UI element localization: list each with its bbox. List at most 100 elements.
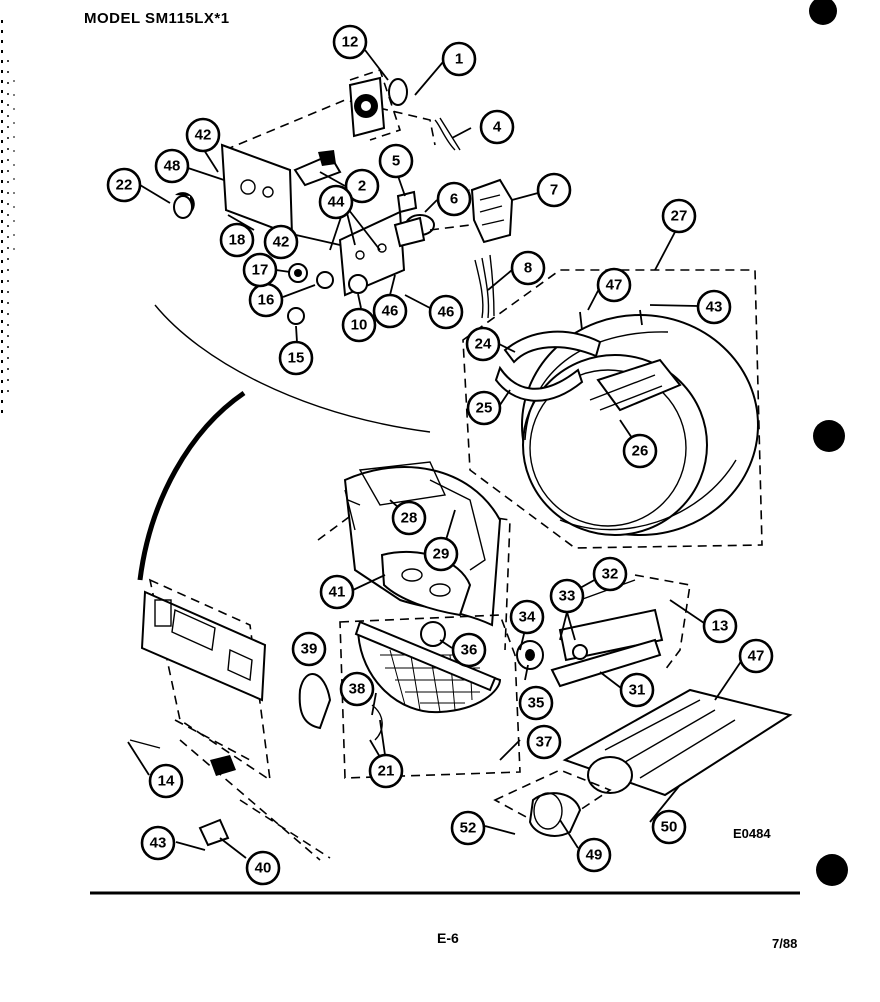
callout-25: 25 xyxy=(466,390,502,426)
svg-text:14: 14 xyxy=(158,773,175,790)
callout-36: 36 xyxy=(451,632,487,668)
filter-knob xyxy=(420,621,446,647)
svg-text:42: 42 xyxy=(273,234,290,251)
svg-text:17: 17 xyxy=(252,262,269,279)
control-panel-assembly xyxy=(173,68,514,325)
callout-52: 52 xyxy=(450,810,486,846)
svg-text:29: 29 xyxy=(433,546,450,563)
cabinet-outline xyxy=(137,304,431,581)
callout-32: 32 xyxy=(592,556,628,592)
callout-43-drum: 43 xyxy=(696,289,732,325)
callout-37: 37 xyxy=(526,724,562,760)
duct-opening xyxy=(587,756,633,794)
callouts: 1 2 4 5 6 7 8 10 12 13 14 15 16 17 18 21… xyxy=(106,24,774,886)
drum-baffle xyxy=(596,358,682,412)
svg-text:40: 40 xyxy=(255,860,272,877)
svg-text:39: 39 xyxy=(301,641,318,658)
knob-22 xyxy=(173,195,193,219)
callout-33: 33 xyxy=(549,578,585,614)
binder-hole-top xyxy=(809,0,837,25)
knob-16 xyxy=(316,271,334,289)
svg-text:21: 21 xyxy=(378,763,395,780)
callout-31: 31 xyxy=(619,672,655,708)
svg-text:48: 48 xyxy=(164,158,181,175)
bracket-assembly xyxy=(516,574,691,688)
svg-text:32: 32 xyxy=(602,566,619,583)
svg-text:24: 24 xyxy=(475,336,492,353)
drum-seal-24 xyxy=(503,330,602,364)
scan-edge-marks xyxy=(1,20,15,420)
callout-41: 41 xyxy=(319,574,355,610)
callout-49: 49 xyxy=(576,837,612,873)
callout-4: 4 xyxy=(479,109,515,145)
callout-48: 48 xyxy=(154,148,190,184)
svg-text:7: 7 xyxy=(550,182,558,199)
timer-knob-ring xyxy=(388,78,408,106)
callout-34: 34 xyxy=(509,599,545,635)
callout-7: 7 xyxy=(536,172,572,208)
callout-50: 50 xyxy=(651,809,687,845)
svg-text:15: 15 xyxy=(288,350,305,367)
svg-text:42: 42 xyxy=(195,127,212,144)
svg-text:35: 35 xyxy=(528,695,545,712)
callout-39: 39 xyxy=(291,631,327,667)
svg-text:26: 26 xyxy=(632,443,649,460)
callout-29: 29 xyxy=(423,536,459,572)
lint-filter-assembly xyxy=(298,614,521,779)
svg-text:36: 36 xyxy=(461,642,478,659)
svg-text:18: 18 xyxy=(229,232,246,249)
knob-15 xyxy=(287,307,305,325)
control-panel-plate xyxy=(220,143,294,237)
svg-text:44: 44 xyxy=(328,194,345,211)
drum-assembly xyxy=(462,269,763,549)
page-number: E-6 xyxy=(437,930,459,946)
svg-text:27: 27 xyxy=(671,208,688,225)
binder-hole-middle xyxy=(813,420,845,452)
callout-1: 1 xyxy=(441,41,477,77)
callout-38: 38 xyxy=(339,671,375,707)
drum-seal-25 xyxy=(494,365,584,402)
callout-42-bottom: 42 xyxy=(263,224,299,260)
callout-8: 8 xyxy=(510,250,546,286)
callout-16: 16 xyxy=(248,282,284,318)
svg-text:38: 38 xyxy=(349,681,366,698)
svg-text:28: 28 xyxy=(401,510,418,527)
svg-text:33: 33 xyxy=(559,588,576,605)
binder-hole-bottom xyxy=(816,854,848,886)
svg-text:6: 6 xyxy=(450,191,458,208)
base-duct-assembly xyxy=(493,688,793,837)
callout-6: 6 xyxy=(436,181,472,217)
svg-text:49: 49 xyxy=(586,847,603,864)
callout-27: 27 xyxy=(661,198,697,234)
callout-17: 17 xyxy=(242,252,278,288)
svg-text:52: 52 xyxy=(460,820,477,837)
diagram-code: E0484 xyxy=(733,826,771,841)
callout-18: 18 xyxy=(219,222,255,258)
svg-text:34: 34 xyxy=(519,609,536,626)
callout-28: 28 xyxy=(391,500,427,536)
callout-44: 44 xyxy=(318,184,354,220)
svg-text:46: 46 xyxy=(438,304,455,321)
svg-text:2: 2 xyxy=(358,178,366,195)
svg-text:50: 50 xyxy=(661,819,678,836)
terminal-block xyxy=(470,178,514,244)
callout-47-drum: 47 xyxy=(596,267,632,303)
callout-26: 26 xyxy=(622,433,658,469)
svg-text:4: 4 xyxy=(493,119,502,136)
callout-35: 35 xyxy=(518,685,554,721)
callout-24: 24 xyxy=(465,326,501,362)
callout-42-top: 42 xyxy=(185,117,221,153)
callout-21: 21 xyxy=(368,753,404,789)
callout-14: 14 xyxy=(148,763,184,799)
svg-text:1: 1 xyxy=(455,51,463,68)
front-bulkhead-assembly xyxy=(317,461,511,651)
svg-text:47: 47 xyxy=(748,648,765,665)
callout-47-duct: 47 xyxy=(738,638,774,674)
svg-text:43: 43 xyxy=(150,835,167,852)
callout-5: 5 xyxy=(378,143,414,179)
lint-screen-frame xyxy=(354,620,497,692)
callout-46-left: 46 xyxy=(372,293,408,329)
callout-15: 15 xyxy=(278,340,314,376)
svg-text:10: 10 xyxy=(351,317,368,334)
